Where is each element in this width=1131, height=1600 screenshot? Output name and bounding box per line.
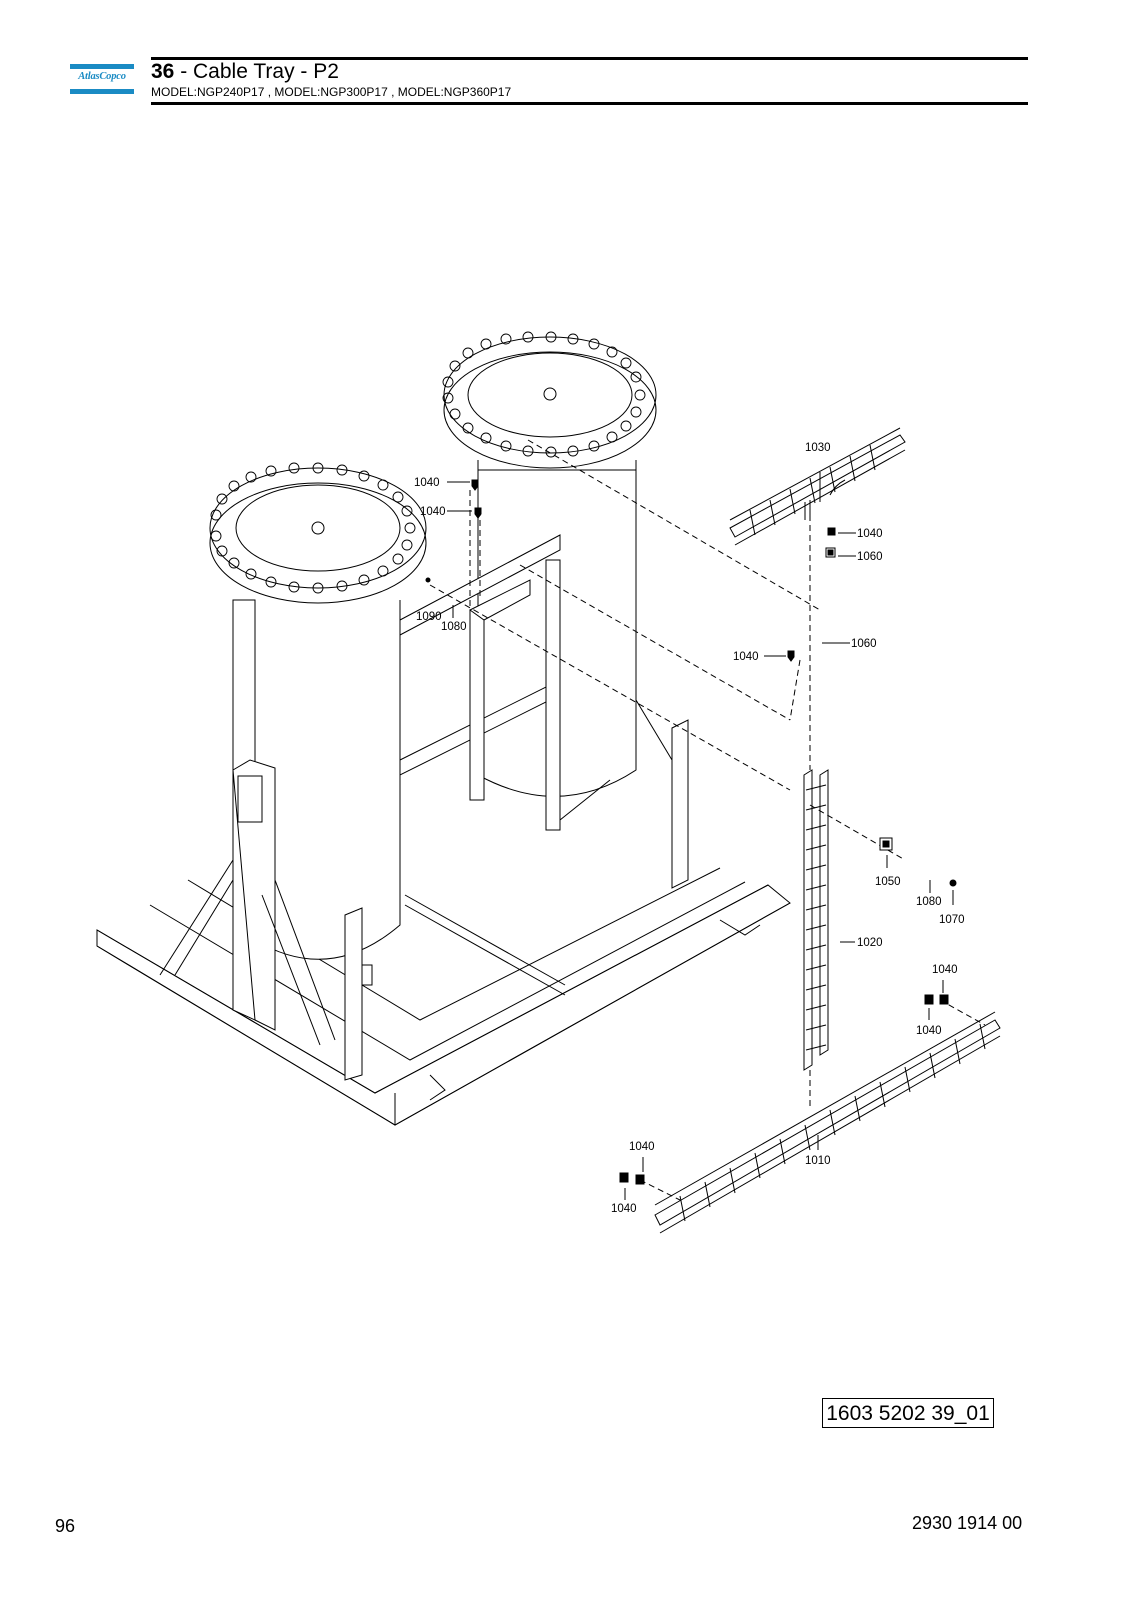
section-title: - Cable Tray - P2 [174, 60, 339, 83]
callout-1040-b: 1040 [420, 506, 446, 518]
drawing-reference-number: 1603 5202 39_01 [822, 1398, 994, 1428]
base-frame [96, 867, 791, 1126]
callout-1060-a: 1060 [857, 551, 883, 563]
callout-1040-h: 1040 [611, 1203, 637, 1215]
cable-tray-1030 [729, 427, 906, 546]
header-rule-top [151, 57, 1028, 60]
document-number: 2930 1914 00 [912, 1513, 1023, 1533]
callout-1010: 1010 [805, 1155, 831, 1167]
callout-1040-f: 1040 [916, 1025, 942, 1037]
callout-1060-b: 1060 [851, 638, 877, 650]
page-title: 36 - Cable Tray - P2 [151, 60, 339, 84]
callout-leaders [447, 472, 954, 1200]
hardware-parts [425, 479, 957, 1185]
front-vessel [159, 467, 427, 1081]
front-flange-bolts [210, 462, 416, 594]
page-number: 96 [55, 1516, 76, 1536]
callout-1020: 1020 [857, 937, 883, 949]
cable-tray-1010 [654, 1011, 1001, 1234]
assembly-lines [429, 439, 986, 1201]
callout-1090: 1090 [416, 611, 442, 623]
cable-tray-1020 [803, 769, 829, 1071]
callout-1040-d: 1040 [733, 651, 759, 663]
callout-1080-a: 1080 [441, 621, 467, 633]
header-rule-bottom [151, 102, 1028, 105]
callout-1040-e: 1040 [932, 964, 958, 976]
callout-1030: 1030 [805, 442, 831, 454]
callout-1050: 1050 [875, 876, 901, 888]
atlas-copco-logo: AtlasCopco [70, 60, 134, 96]
callout-1080-b: 1080 [916, 896, 942, 908]
callout-labels: 1030 1040 1040 1040 1060 1090 1080 1040 … [414, 442, 965, 1215]
section-number: 36 [151, 60, 175, 83]
callout-1070: 1070 [939, 914, 965, 926]
logo-text: AtlasCopco [78, 71, 126, 82]
callout-1040-g: 1040 [629, 1141, 655, 1153]
callout-1040-a: 1040 [414, 477, 440, 489]
model-list: MODEL:NGP240P17 , MODEL:NGP300P17 , MODE… [151, 85, 512, 99]
rear-flange-bolts [442, 331, 646, 458]
callout-1040-c: 1040 [857, 528, 883, 540]
